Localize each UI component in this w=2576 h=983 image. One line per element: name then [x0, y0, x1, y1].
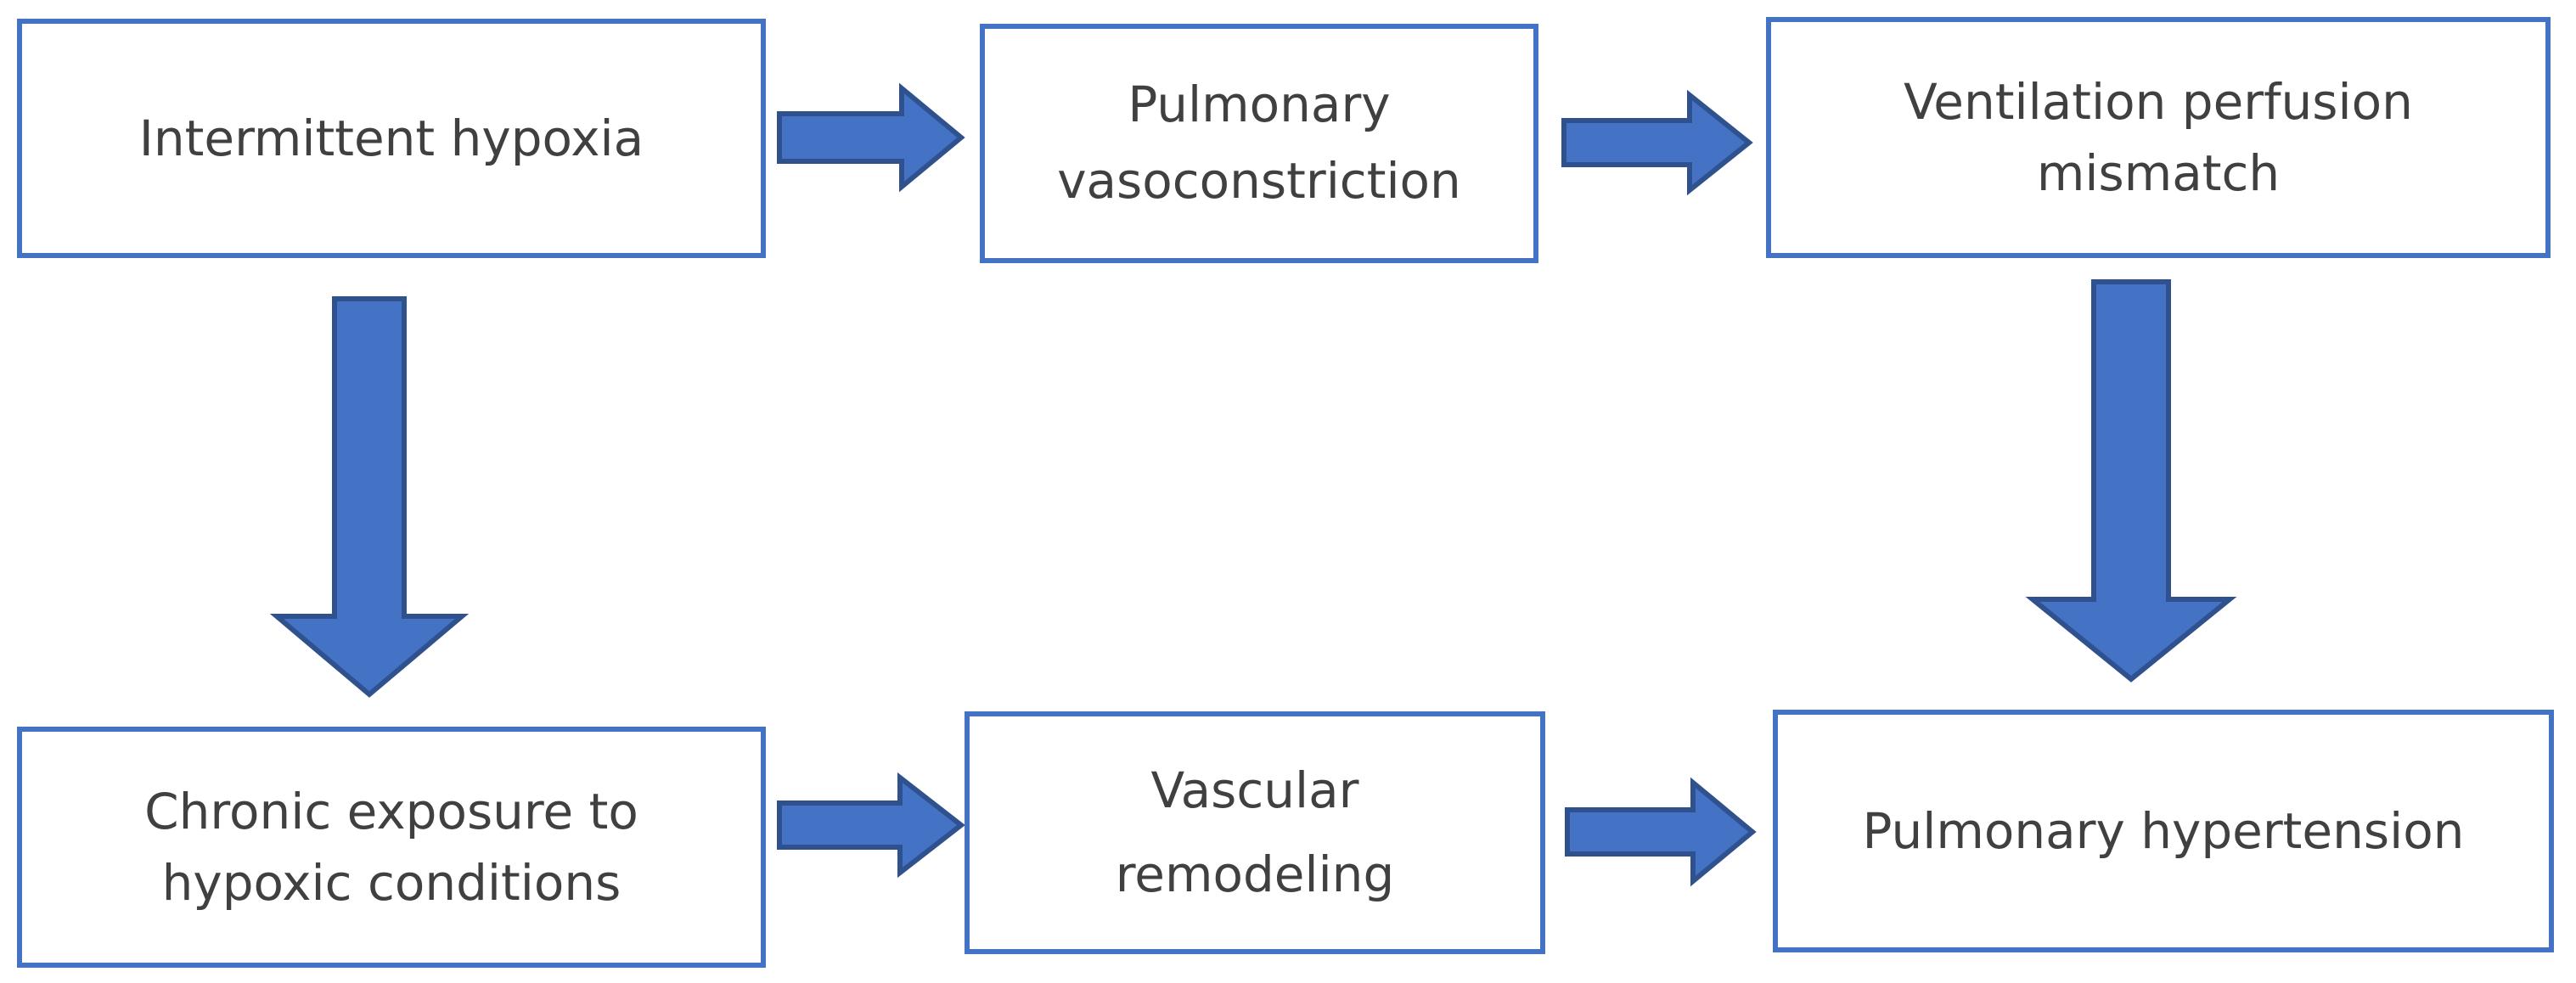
arrow-ventilation-perfusion-mismatch-to-pulmonary-hypertension — [2025, 279, 2237, 682]
node-chronic-exposure-to-hypoxic-conditions: Chronic exposure to hypoxic conditions — [17, 727, 766, 968]
node-vascular-remodeling: Vascular remodeling — [965, 711, 1545, 954]
node-pulmonary-hypertension: Pulmonary hypertension — [1773, 710, 2554, 952]
arrow-pulmonary-vasoconstriction-to-ventilation-perfusion-mismatch — [1561, 89, 1753, 196]
node-label: Intermittent hypoxia — [138, 109, 644, 167]
node-ventilation-perfusion-mismatch: Ventilation perfusion mismatch — [1766, 17, 2551, 258]
arrow-intermittent-hypoxia-to-pulmonary-vasoconstriction — [777, 82, 965, 193]
arrow-chronic-exposure-to-vascular-remodeling — [777, 772, 965, 879]
node-label: Pulmonary vasoconstriction — [1057, 76, 1461, 210]
arrow-intermittent-hypoxia-to-chronic-exposure — [269, 296, 470, 698]
arrow-vascular-remodeling-to-pulmonary-hypertension — [1565, 777, 1757, 887]
node-label: Chronic exposure to hypoxic conditions — [144, 782, 638, 912]
node-pulmonary-vasoconstriction: Pulmonary vasoconstriction — [980, 24, 1538, 263]
node-intermittent-hypoxia: Intermittent hypoxia — [17, 19, 766, 258]
node-label: Vascular remodeling — [1115, 761, 1395, 903]
node-label: Pulmonary hypertension — [1862, 801, 2465, 860]
node-label: Ventilation perfusion mismatch — [1904, 72, 2413, 202]
